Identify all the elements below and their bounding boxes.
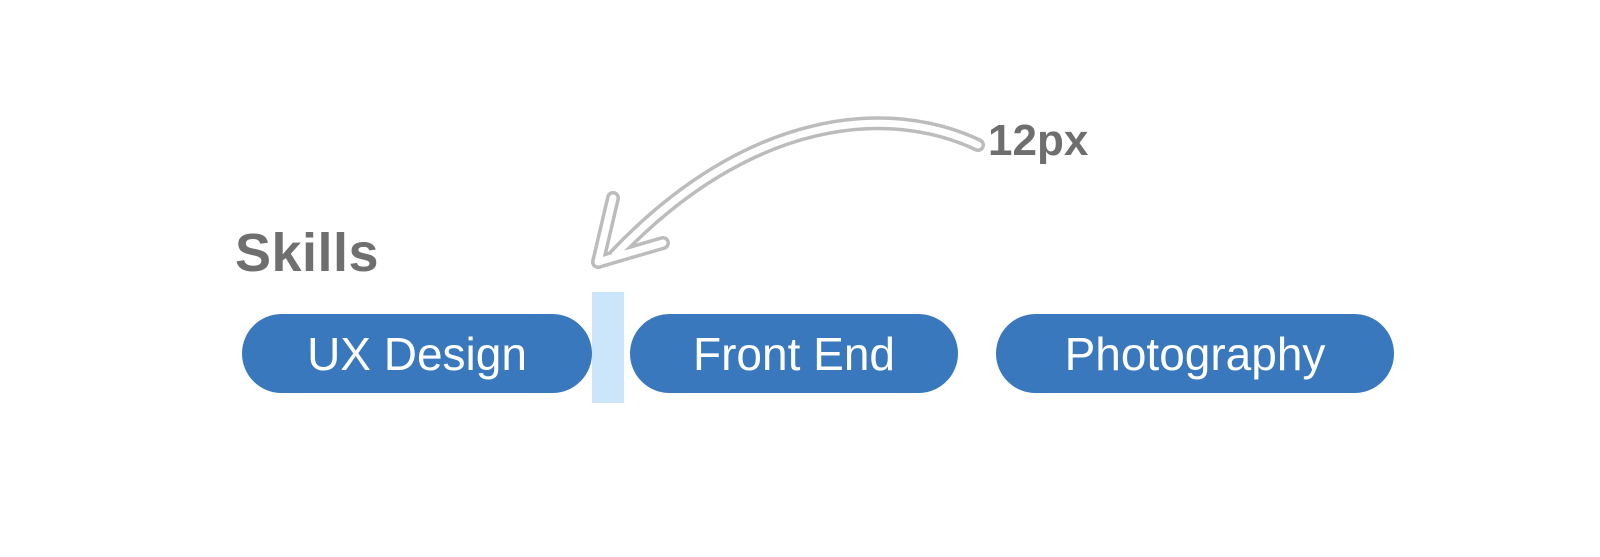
skills-heading: Skills <box>235 223 380 283</box>
skill-chip-front-end[interactable]: Front End <box>630 314 958 393</box>
skill-chip-photography[interactable]: Photography <box>996 314 1394 393</box>
gap-size-label: 12px <box>988 116 1089 165</box>
curved-arrow-icon <box>591 116 985 269</box>
skill-chip-ux-design[interactable]: UX Design <box>242 314 592 393</box>
gap-highlight <box>592 292 624 403</box>
